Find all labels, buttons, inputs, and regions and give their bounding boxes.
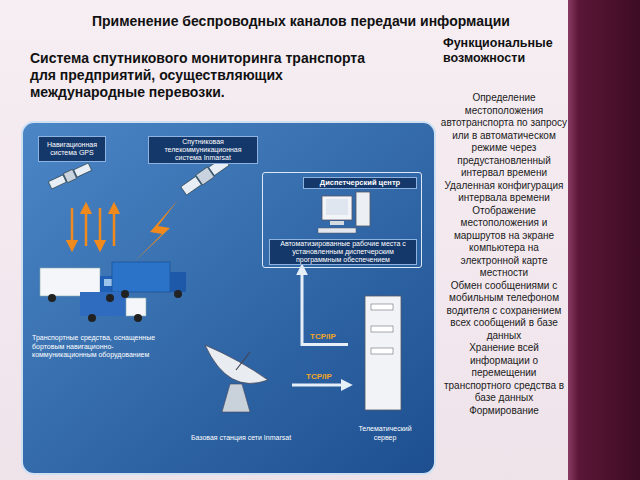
wheel bbox=[48, 294, 56, 302]
base-station: Базовая станция сети Inmarsat bbox=[190, 318, 292, 442]
feature-item: Обмен сообщениями с мобильным телефоном … bbox=[440, 280, 568, 343]
satellite-dish bbox=[205, 345, 268, 412]
gps-signal-arrows bbox=[72, 208, 114, 246]
drive-bay bbox=[371, 304, 393, 310]
slide-heading: Система спутникового мониторинга транспо… bbox=[30, 50, 375, 101]
connector bbox=[292, 384, 348, 387]
slide-title: Применение беспроводных каналов передачи… bbox=[92, 13, 510, 29]
vehicles-label: Транспортные средства, оснащенные бортов… bbox=[32, 334, 156, 376]
solar-panel bbox=[181, 176, 201, 195]
node-text: Телематический сервер bbox=[348, 425, 422, 442]
edge-label: TCP/IP bbox=[306, 372, 332, 381]
signal-arrow bbox=[71, 208, 74, 246]
wheel bbox=[134, 314, 142, 322]
truck-cab bbox=[170, 272, 186, 292]
dispatch-center: Диспетчерский центрАвтоматизированные ра… bbox=[262, 172, 422, 268]
wheel bbox=[88, 314, 96, 322]
column-heading: Функциональные возможности bbox=[443, 36, 567, 66]
illustration-panel bbox=[22, 122, 435, 474]
wheel bbox=[106, 294, 114, 302]
feature-item: Определение местоположения автотранспорт… bbox=[440, 92, 568, 180]
system-unit bbox=[356, 192, 370, 226]
node-text: Спутниковая телекоммуникационная система… bbox=[151, 138, 255, 162]
keyboard bbox=[318, 228, 356, 233]
gps-satellite bbox=[48, 162, 92, 190]
van-body bbox=[80, 292, 126, 316]
workstation-label: Автоматизированные рабочие места с устан… bbox=[269, 239, 417, 265]
feature-item: Хранение всей информации о перемещении т… bbox=[440, 342, 568, 405]
dish-mount bbox=[222, 384, 250, 412]
system-label: Навигационная система GPS bbox=[38, 136, 106, 162]
node-text: Навигационная система GPS bbox=[41, 141, 103, 157]
signal-arrow bbox=[113, 208, 116, 246]
solar-panel bbox=[48, 175, 66, 189]
dish bbox=[205, 345, 268, 383]
trucks bbox=[40, 262, 186, 322]
computer bbox=[318, 192, 370, 233]
system-label: Спутниковая телекоммуникационная система… bbox=[148, 136, 258, 164]
drive-bay bbox=[371, 348, 393, 354]
edge-label: TCP/IP bbox=[310, 332, 336, 341]
node-text: Автоматизированные рабочие места с устан… bbox=[272, 240, 414, 264]
truck-trailer bbox=[40, 268, 100, 296]
server-case bbox=[365, 296, 401, 410]
signal-arrow bbox=[85, 208, 88, 246]
server bbox=[365, 296, 401, 410]
feature-list: Определение местоположения автотранспорт… bbox=[440, 92, 568, 417]
monitor bbox=[322, 196, 352, 220]
feature-item: Формирование bbox=[440, 405, 568, 418]
feed-arm bbox=[236, 352, 250, 370]
node-text: Базовая станция сети Inmarsat bbox=[190, 434, 292, 443]
feature-item: Отображение местоположения и маршрутов н… bbox=[440, 205, 568, 280]
feature-item: Удаленная конфигурация интервала времени bbox=[440, 180, 568, 205]
node-text: Диспетчерский центр bbox=[303, 177, 417, 189]
node-text: Транспортные средства, оснащенные бортов… bbox=[32, 334, 156, 360]
telematic-server: Телематический сервер bbox=[348, 292, 422, 442]
signal-arrow bbox=[99, 208, 102, 246]
lightning-bolt bbox=[134, 200, 178, 262]
stand bbox=[330, 221, 344, 225]
box-truck bbox=[126, 298, 146, 316]
wheel bbox=[174, 290, 182, 298]
screen bbox=[326, 199, 348, 215]
wheel bbox=[121, 290, 129, 298]
drive-bay bbox=[371, 326, 393, 332]
truck-trailer bbox=[112, 262, 170, 292]
solar-panel bbox=[74, 163, 92, 177]
connector bbox=[302, 268, 348, 345]
side-band bbox=[568, 0, 640, 480]
